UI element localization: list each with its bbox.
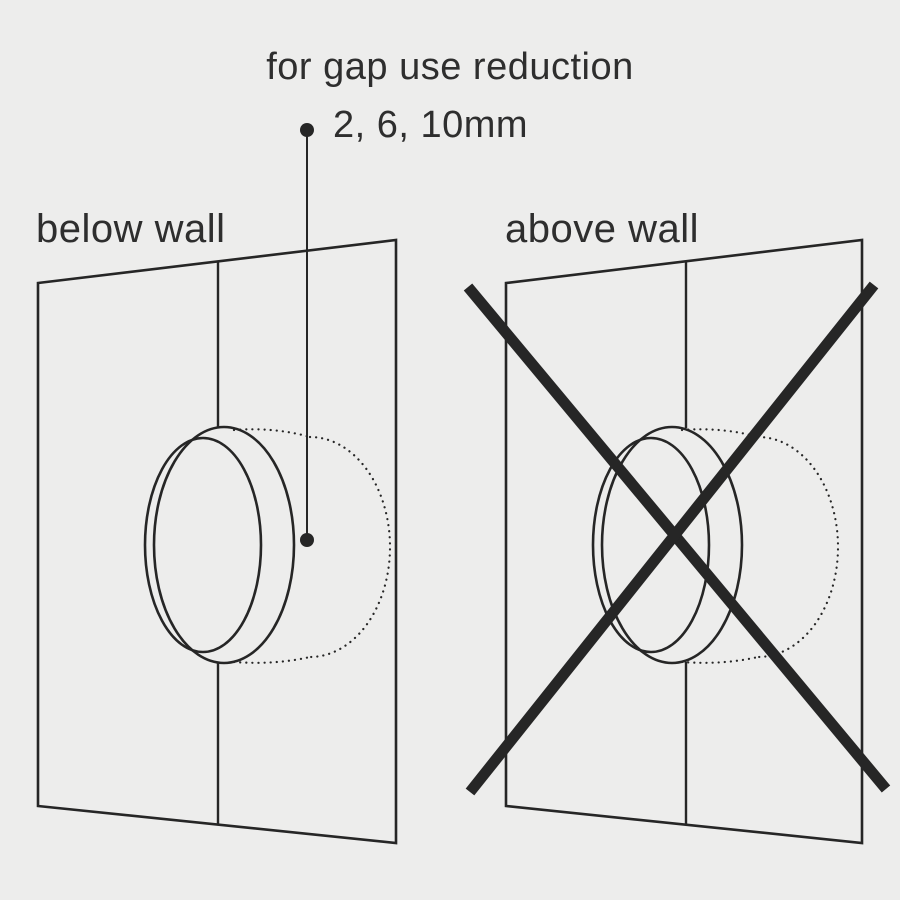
above-wall-panel [463, 238, 891, 845]
below-wall-panel [36, 238, 398, 845]
above-wall-label: above wall [505, 207, 700, 251]
wall-plane-outline [504, 238, 864, 845]
recessed-socket-outline [680, 428, 840, 664]
diagram-title: for gap use reduction [266, 46, 634, 88]
socket-rim-ellipse [152, 425, 296, 665]
below-wall-label: below wall [36, 207, 226, 251]
socket-face-ellipse [591, 436, 711, 654]
x-stroke-2 [465, 281, 879, 796]
wall-plane-outline [36, 238, 398, 845]
leader-end-dot [300, 533, 314, 547]
socket-face-ellipse [143, 436, 263, 654]
gap-leader-line [300, 123, 314, 547]
leader-start-dot [300, 123, 314, 137]
recessed-socket-outline [232, 428, 392, 664]
socket-cylinder [143, 425, 296, 665]
reduction-sizes-text: 2, 6, 10mm [333, 104, 529, 146]
socket-rim-ellipse [600, 425, 744, 665]
socket-cylinder [591, 425, 744, 665]
recessed-arc [756, 435, 840, 659]
recessed-arc [308, 435, 392, 659]
prohibited-x-icon [463, 281, 891, 796]
